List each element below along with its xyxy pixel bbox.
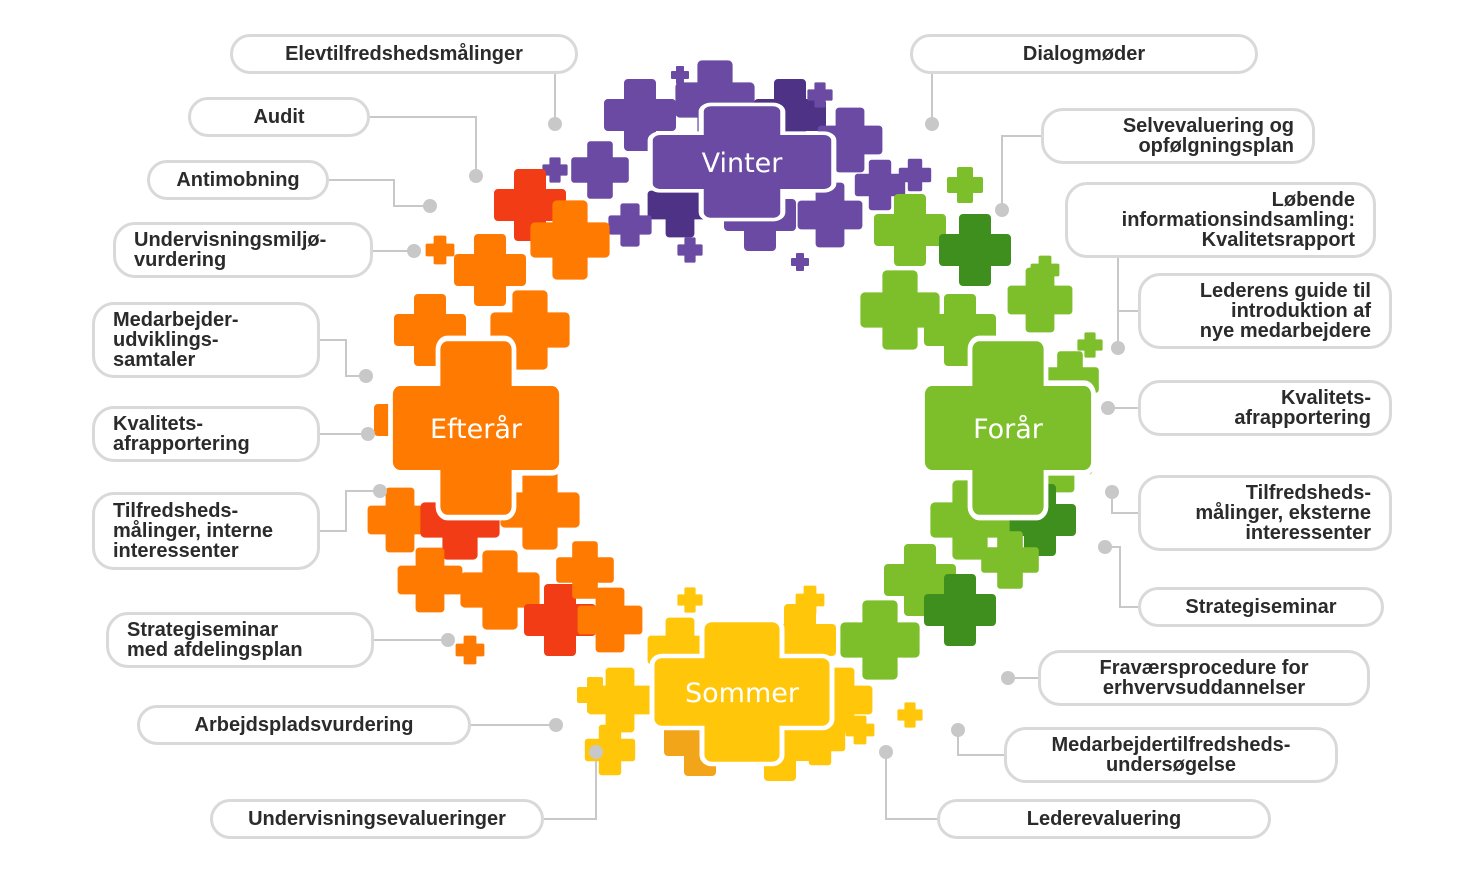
connector-line-left-9 bbox=[544, 752, 597, 820]
efteraar-plus-shape-14 bbox=[425, 235, 455, 265]
vinter-plus-shape-11 bbox=[671, 66, 689, 84]
callout-tilfredshedsmaalinger-interne: Tilfredsheds- målinger, interne interess… bbox=[92, 492, 320, 570]
connector-line-left-4 bbox=[320, 339, 366, 377]
connector-line-right-9 bbox=[885, 752, 937, 820]
sommer-plus-shape-11 bbox=[897, 702, 923, 728]
season-label-sommer: Sommer bbox=[685, 678, 800, 709]
connector-dot-11 bbox=[995, 203, 1009, 217]
callout-loebende-informationsindsamling: Løbende informationsindsamling: Kvalitet… bbox=[1065, 182, 1376, 258]
vinter-plus-shape-14 bbox=[677, 237, 703, 263]
season-label-efteraar: Efterår bbox=[430, 414, 523, 445]
connector-dot-9 bbox=[589, 745, 603, 759]
connector-dot-18 bbox=[879, 745, 893, 759]
season-label-vinter: Vinter bbox=[702, 148, 784, 179]
vinter-plus-shape-4 bbox=[571, 141, 629, 199]
callout-kvalitetsafrapportering-left: Kvalitets- afrapportering bbox=[92, 406, 320, 462]
connector-dot-4 bbox=[359, 369, 373, 383]
connector-line-right-6 bbox=[1105, 546, 1138, 608]
callout-undervisningsevalueringer: Undervisningsevalueringer bbox=[210, 799, 544, 839]
connector-dot-6 bbox=[373, 484, 387, 498]
connector-dot-12 bbox=[1111, 341, 1125, 355]
connector-dot-14 bbox=[1105, 485, 1119, 499]
callout-arbejdspladsvurdering: Arbejdspladsvurdering bbox=[137, 705, 471, 745]
foraar-plus-shape-13 bbox=[947, 167, 983, 203]
vinter-plus-shape-12 bbox=[542, 157, 568, 183]
callout-strategiseminar-afdelingsplan: Strategiseminar med afdelingsplan bbox=[106, 612, 374, 668]
connector-dot-8 bbox=[549, 718, 563, 732]
callout-fravaersprocedure: Fraværsprocedure for erhvervsuddannelser bbox=[1038, 650, 1370, 706]
callout-elevtilfredshedsmaalinger: Elevtilfredshedsmålinger bbox=[230, 34, 578, 74]
callout-undervisningsmiljoevurdering: Undervisningsmiljø- vurdering bbox=[113, 222, 373, 278]
connector-dot-13 bbox=[1101, 401, 1115, 415]
connector-dot-17 bbox=[951, 723, 965, 737]
connector-dots bbox=[359, 117, 1125, 759]
connector-line-left-6 bbox=[320, 490, 380, 532]
vinter-plus-shape-9 bbox=[608, 203, 652, 247]
callout-tilfredshedsmaalinger-eksterne: Tilfredsheds- målinger, eksterne interes… bbox=[1138, 475, 1392, 551]
connector-line-right-1 bbox=[1001, 135, 1041, 210]
callout-selvevaluering: Selvevaluering og opfølgningsplan bbox=[1041, 108, 1315, 164]
callout-medarbejdertilfredshedsundersoegelse: Medarbejdertilfredsheds- undersøgelse bbox=[1004, 727, 1338, 783]
callout-antimobning: Antimobning bbox=[147, 160, 329, 200]
season-label-foraar: Forår bbox=[973, 414, 1044, 445]
foraar-plus-shape-1 bbox=[939, 214, 1011, 286]
vinter-plus-shape-15 bbox=[791, 253, 809, 271]
callout-strategiseminar: Strategiseminar bbox=[1138, 587, 1384, 627]
connector-dot-3 bbox=[407, 244, 421, 258]
connector-line-right-8 bbox=[957, 730, 1004, 756]
season-hub-vinter: Vinter bbox=[650, 104, 834, 219]
callout-dialogmoeder: Dialogmøder bbox=[910, 34, 1258, 74]
connector-line-left-2 bbox=[329, 179, 430, 207]
season-hub-efteraar: Efterår bbox=[391, 338, 562, 517]
connector-line-left-1 bbox=[370, 116, 477, 176]
callout-kvalitetsafrapportering-right: Kvalitets- afrapportering bbox=[1138, 380, 1392, 436]
efteraar-plus-shape-15 bbox=[455, 635, 485, 665]
callout-lederens-guide: Lederens guide til introduktion af nye m… bbox=[1138, 273, 1392, 349]
connector-dot-16 bbox=[1001, 671, 1015, 685]
callout-lederevaluering: Lederevaluering bbox=[937, 799, 1271, 839]
connector-dot-5 bbox=[361, 427, 375, 441]
season-hub-foraar: Forår bbox=[923, 338, 1094, 517]
sommer-plus-shape-8 bbox=[677, 587, 703, 613]
connector-dot-1 bbox=[469, 169, 483, 183]
connector-dot-15 bbox=[1098, 540, 1112, 554]
connector-dot-0 bbox=[548, 117, 562, 131]
connector-dot-10 bbox=[925, 117, 939, 131]
callout-medarbejderudviklingssamtaler: Medarbejder- udviklings- samtaler bbox=[92, 302, 320, 378]
callout-audit: Audit bbox=[188, 97, 370, 137]
season-hub-sommer: Sommer bbox=[652, 620, 832, 764]
connector-dot-7 bbox=[441, 633, 455, 647]
connector-dot-2 bbox=[423, 199, 437, 213]
